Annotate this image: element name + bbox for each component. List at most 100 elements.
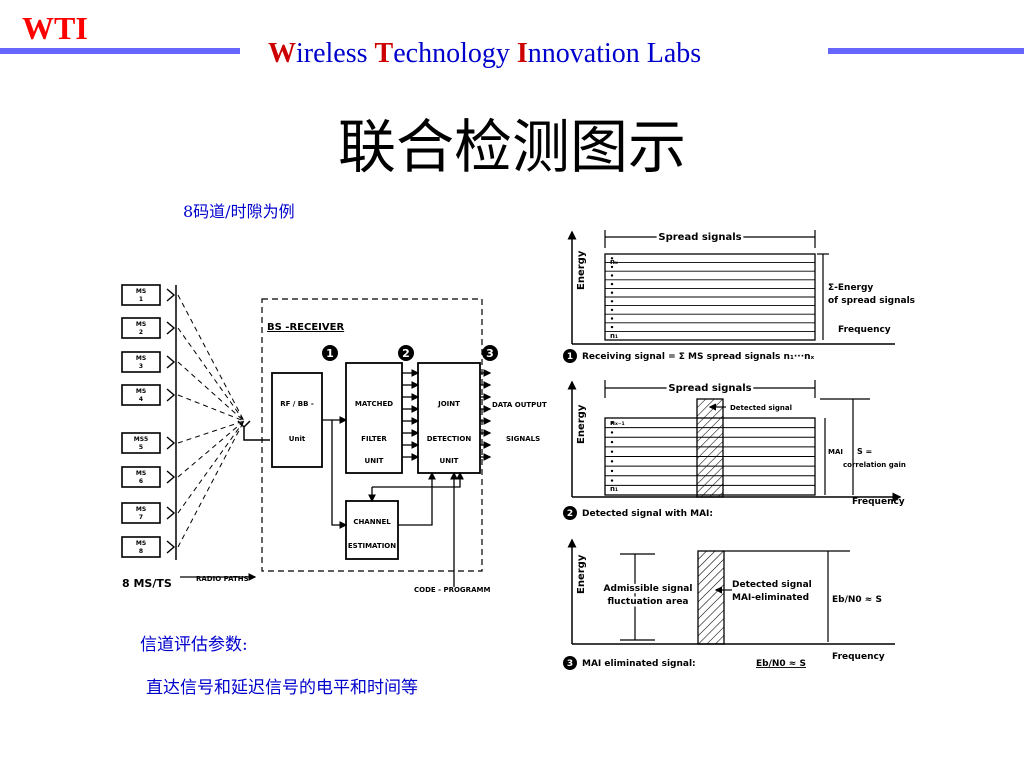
plot3-detected-1: Detected signal	[732, 580, 812, 590]
plot1-sum-energy-2: of spread signals	[828, 296, 915, 306]
plot2-frequency-label: Frequency	[852, 497, 905, 507]
marker-2: 2	[398, 345, 414, 361]
radio-path	[177, 420, 245, 478]
notes-line1: 信道评估参数:	[140, 635, 248, 655]
ms-number: 3	[139, 363, 143, 370]
ms-number: 6	[139, 478, 143, 485]
plot3-caption-num: 3	[567, 659, 573, 669]
plot3-detected-2: MAI-eliminated	[732, 593, 809, 603]
plot2-band-top: nₓ₋₁	[610, 419, 625, 427]
receiver-label: BS -RECEIVER	[267, 322, 344, 333]
plot1-sum-energy-1: Σ-Energy	[828, 283, 873, 293]
plot1-bands	[604, 253, 816, 341]
plot3-detected-bar	[697, 550, 725, 645]
matched-filter-line1: MATCHED	[355, 400, 393, 408]
ms-number: 1	[139, 296, 143, 303]
ms-unit: MS7	[121, 502, 176, 524]
radio-path	[177, 294, 245, 422]
marker-3: 3	[482, 345, 498, 361]
plot2-caption-num: 2	[567, 509, 573, 519]
ms-unit: MS4	[121, 384, 176, 406]
radio-path	[177, 420, 245, 548]
channel-estimation-line1: CHANNEL	[353, 518, 391, 526]
wti-logo: WTI	[22, 10, 88, 46]
ms-unit: MS3	[121, 351, 176, 373]
ms-label: MS	[136, 388, 146, 395]
plot1-caption-num: 1	[567, 352, 573, 362]
energy-plots: Energy Spread signals nₓ n₁ Σ-Energy of …	[563, 230, 915, 670]
page-title: 联合检测图示	[337, 113, 686, 181]
lab-word-t: echnology	[393, 38, 517, 69]
ms-number: 7	[139, 514, 143, 521]
lab-name: Wireless Technology Innovation Labs	[268, 38, 701, 70]
plot3-caption-ratio: Eb/N0 ≈ S	[756, 659, 806, 669]
ms-number: 8	[139, 548, 143, 555]
rf-unit-line1: RF / BB -	[280, 400, 314, 408]
joint-detection-box	[417, 362, 481, 474]
receiver-frame	[261, 298, 483, 572]
plot-3: Energy Admissible signal fluctuation are…	[563, 538, 895, 670]
ms-number: 2	[139, 329, 143, 336]
ms-unit: MS8	[121, 536, 176, 558]
marker-3-num: 3	[486, 347, 494, 360]
plot-1: Energy Spread signals nₓ n₁ Σ-Energy of …	[563, 230, 915, 363]
plot1-band-bottom: n₁	[610, 332, 618, 340]
joint-detection-line2: DETECTION	[427, 435, 472, 443]
signal-arrows	[402, 369, 492, 461]
plot2-mai-label: MAI	[828, 448, 843, 456]
data-output-line1: DATA OUTPUT	[492, 401, 547, 409]
plot3-frequency-label: Frequency	[832, 652, 885, 662]
lab-initial-w: W	[268, 38, 296, 69]
ms-per-slot-label: 8 MS/TS	[122, 577, 172, 590]
ms-unit: MS2	[121, 317, 176, 339]
plot2-detected-bar	[696, 398, 724, 498]
plot1-spread-label: Spread signals	[658, 232, 741, 243]
plot1-frequency-label: Frequency	[838, 325, 891, 335]
matched-filter-line2: FILTER	[361, 435, 387, 443]
data-output-line2: SIGNALS	[506, 435, 540, 443]
marker-2-num: 2	[402, 347, 410, 360]
plot3-ratio-label: Eb/N0 ≈ S	[832, 595, 882, 605]
ms-label: MS	[136, 506, 146, 513]
plot1-energy-label: Energy	[576, 250, 587, 290]
notes-line2: 直达信号和延迟信号的电平和时间等	[146, 678, 418, 698]
ms-label: MS	[136, 321, 146, 328]
rf-unit-line2: Unit	[289, 435, 306, 443]
plot2-detected-label: Detected signal	[730, 404, 792, 412]
radio-path	[177, 327, 245, 422]
lab-initial-t: T	[374, 38, 394, 69]
connections	[322, 416, 464, 587]
plot2-s-label: S =	[857, 447, 872, 456]
plot-2: Energy Spread signals nₓ₋₁ n₁ Detected s…	[563, 380, 906, 520]
radio-path	[177, 394, 245, 422]
ms-label: MS	[136, 540, 146, 547]
example-note: 8码道/时隙为例	[183, 202, 295, 221]
code-program-label: CODE - PROGRAMM	[414, 586, 490, 594]
plot3-caption-marker	[563, 656, 577, 670]
lab-initial-i: I	[516, 38, 528, 69]
radio-paths-label: RADIO PATHS	[196, 575, 249, 583]
plot1-caption-marker	[563, 349, 577, 363]
plot3-energy-label: Energy	[576, 554, 587, 594]
plot2-energy-label: Energy	[576, 404, 587, 444]
channel-estimation-box	[345, 500, 399, 560]
joint-detection-line3: UNIT	[440, 457, 459, 465]
lab-word-w: ireless	[296, 38, 375, 69]
matched-filter-line3: UNIT	[365, 457, 384, 465]
header-rule-right	[828, 48, 1024, 54]
plot1-band-top: nₓ	[610, 258, 618, 266]
rf-unit-box	[271, 372, 323, 468]
ms-unit: MS6	[121, 466, 176, 488]
ms-unit: MS1	[121, 284, 176, 306]
antenna-icon	[237, 420, 270, 441]
plot2-spread-label: Spread signals	[668, 383, 751, 394]
channel-estimation-line2: ESTIMATION	[348, 542, 396, 550]
radio-path	[177, 420, 245, 444]
marker-1-num: 1	[326, 347, 334, 360]
plot2-gain-label: correlation gain	[843, 461, 906, 469]
lab-word-i: nnovation Labs	[527, 38, 702, 69]
ms-label: MS5	[134, 436, 148, 443]
plot2-band-bottom: n₁	[610, 485, 618, 493]
